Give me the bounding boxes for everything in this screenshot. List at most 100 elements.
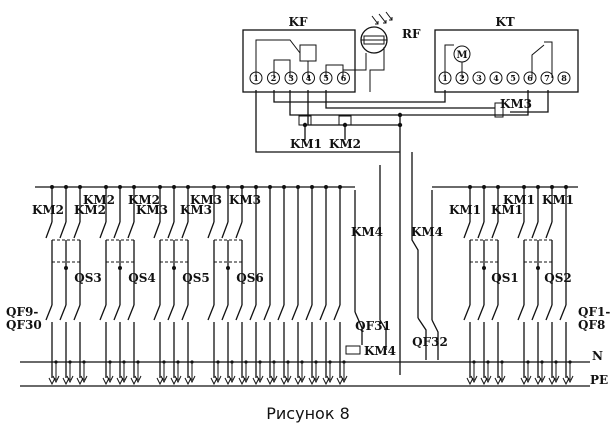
contactor-contact [127, 221, 135, 258]
outlet-arrow [184, 377, 192, 386]
left-contact-label: KM3 [136, 203, 168, 217]
qs6-label: QS6 [236, 271, 263, 285]
contactor-contact [167, 221, 175, 258]
circuit-breaker [263, 304, 271, 378]
junction-dot [104, 185, 108, 189]
kf-label: KF [289, 15, 308, 29]
left-contact-label: KM2 [32, 203, 64, 217]
neutral-tap [256, 362, 264, 384]
junction-dot [254, 185, 258, 189]
circuit-breaker [167, 304, 175, 378]
neutral-tap [566, 362, 574, 384]
neutral-tap [340, 362, 348, 384]
circuit-breaker [491, 304, 499, 378]
contactor-contact [113, 221, 121, 258]
coil-km2-label: KM2 [329, 137, 361, 151]
contactor-contact [491, 221, 499, 258]
bus-n-label: N [592, 349, 603, 363]
junction-dot [272, 360, 276, 364]
right-contact-label: KM1 [449, 203, 481, 217]
kt-terminal [489, 71, 503, 85]
circuit-breaker [99, 304, 107, 378]
kf-terminal [284, 71, 298, 85]
qs2-label: QS2 [544, 271, 571, 285]
contactor-contact [45, 221, 53, 258]
circuit-breaker [291, 304, 299, 378]
outlet-arrow [130, 377, 138, 386]
kf-terminal-number: 4 [306, 73, 312, 83]
kt-terminal [472, 71, 486, 85]
qf8-label: QF8 [578, 318, 605, 332]
circuit-breaker [45, 304, 53, 378]
bus-pe-label: PE [590, 373, 608, 387]
junction-dot [118, 185, 122, 189]
junction-dot [132, 185, 136, 189]
neutral-tap [538, 362, 546, 384]
junction-dot [240, 185, 244, 189]
kf-terminal-number: 6 [341, 73, 347, 83]
circuit-breaker [333, 304, 341, 378]
kt-terminal-number: 7 [544, 73, 550, 83]
qf30-label: QF30 [6, 318, 42, 332]
outlet-arrow [548, 377, 556, 386]
neutral-tap [228, 362, 236, 384]
circuit-breaker [319, 304, 327, 378]
junction-dot [64, 185, 68, 189]
neutral-tap [326, 362, 334, 384]
kf-relay-box [299, 44, 317, 62]
junction-dot [568, 360, 572, 364]
junction-dot [244, 360, 248, 364]
junction-dot [282, 185, 286, 189]
junction-dot [286, 360, 290, 364]
coil-km4-label: KM4 [364, 344, 396, 358]
contactor-contact [59, 221, 67, 258]
junction-dot [296, 185, 300, 189]
neutral-tap [524, 362, 532, 384]
junction-dot [172, 185, 176, 189]
left-contact-label: KM2 [83, 193, 115, 207]
neutral-tap [214, 362, 222, 384]
middle-supply-lines [354, 115, 439, 375]
motor-label: M [456, 50, 467, 61]
neutral-tap [134, 362, 142, 384]
left-contact-label: KM2 [74, 203, 106, 217]
junction-dot [158, 185, 162, 189]
outlet-arrow [280, 377, 288, 386]
left-contact-label: KM3 [229, 193, 261, 207]
qs1-label: QS1 [491, 271, 518, 285]
neutral-tap [188, 362, 196, 384]
circuit-breaker [113, 304, 121, 378]
neutral-tap [552, 362, 560, 384]
neutral-tap [106, 362, 114, 384]
outlet-arrow [76, 377, 84, 386]
coil-km1: KM1 [290, 115, 322, 151]
contactor-contact [531, 221, 539, 258]
outlet-arrow [308, 377, 316, 386]
figure-caption: Рисунок 8 [266, 404, 350, 423]
qf31-label: QF31 [355, 319, 391, 333]
neutral-tap [298, 362, 306, 384]
outlet-arrow [156, 377, 164, 386]
contactor-contact [73, 221, 81, 258]
junction-dot [226, 185, 230, 189]
coil-km3-label: KM3 [500, 97, 532, 111]
outlet-arrow [520, 377, 528, 386]
junction-dot [500, 360, 504, 364]
outlet-arrow [238, 377, 246, 386]
coil-km3: KM3 [494, 97, 532, 118]
coil-km2: KM2 [329, 115, 361, 151]
middle-outlet-group [249, 185, 348, 386]
circuit-breaker [181, 304, 189, 378]
control-wiring [255, 90, 549, 153]
junction-dot [554, 360, 558, 364]
junction-dot [482, 185, 486, 189]
junction-dot [468, 185, 472, 189]
kt-terminal-number: 4 [493, 73, 499, 83]
contactor-contact [235, 221, 243, 258]
qf9-label: QF9- [6, 305, 38, 319]
kt-terminal [557, 71, 571, 85]
right-contact-label: KM1 [491, 203, 523, 217]
circuit-breaker [221, 304, 229, 378]
rf-photoresistor: RF [342, 11, 421, 92]
